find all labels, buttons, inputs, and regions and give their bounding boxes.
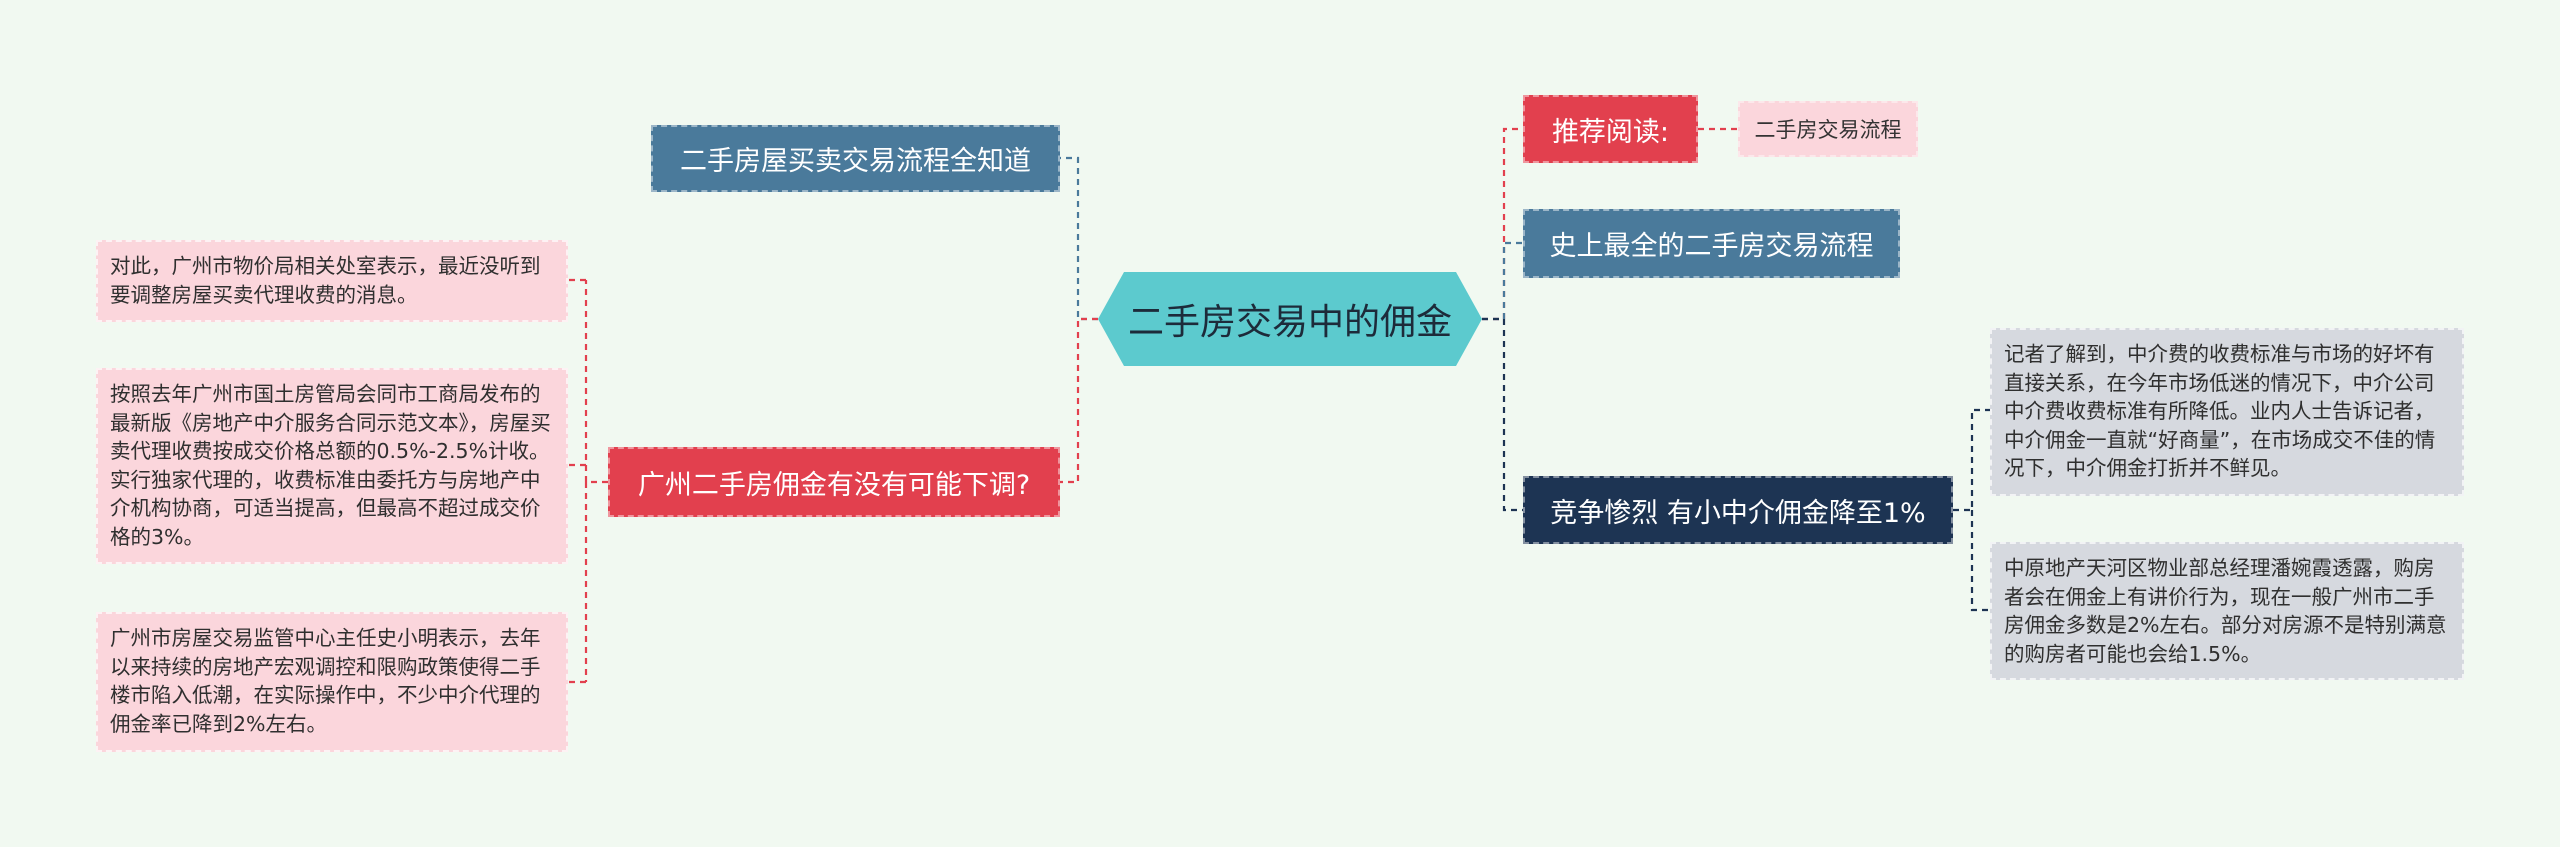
leaf-market-fee-text: 记者了解到，中介费的收费标准与市场的好坏有直接关系，在今年市场低迷的情况下，中介…	[2004, 342, 2436, 481]
link-center-competition	[1482, 317, 1523, 512]
leaf-price-bureau-text: 对此，广州市物价局相关处室表示，最近没听到要调整房屋买卖代理收费的消息。	[110, 254, 541, 307]
topic-commission-question-label: 广州二手房佣金有没有可能下调?	[637, 469, 1031, 501]
link-center-flow	[1060, 156, 1098, 321]
topic-competition-label: 竞争惨烈 有小中介佣金降至1%	[1550, 497, 1926, 529]
center-topic-label: 二手房交易中的佣金	[1127, 302, 1452, 343]
leaf-regulator-quote: 广州市房屋交易监管中心主任史小明表示，去年以来持续的房地产宏观调控和限购政策使得…	[96, 612, 568, 752]
leaf-centaline-quote: 中原地产天河区物业部总经理潘婉霞透露，购房者会在佣金上有讲价行为，现在一般广州市…	[1990, 542, 2464, 680]
link-secondhand-flow[interactable]: 二手房交易流程	[1738, 101, 1918, 157]
leaf-price-bureau: 对此，广州市物价局相关处室表示，最近没听到要调整房屋买卖代理收费的消息。	[96, 240, 568, 322]
leaf-regulator-quote-text: 广州市房屋交易监管中心主任史小明表示，去年以来持续的房地产宏观调控和限购政策使得…	[110, 626, 541, 736]
topic-transaction-flow-label: 二手房屋买卖交易流程全知道	[680, 146, 1031, 177]
link-center-recommend	[1482, 127, 1523, 321]
topic-competition[interactable]: 竞争惨烈 有小中介佣金降至1%	[1523, 476, 1953, 544]
leaf-market-fee: 记者了解到，中介费的收费标准与市场的好坏有直接关系，在今年市场低迷的情况下，中介…	[1990, 328, 2464, 496]
topic-full-flow-label: 史上最全的二手房交易流程	[1549, 231, 1874, 262]
link-question-leaves	[568, 278, 608, 684]
leaf-centaline-quote-text: 中原地产天河区物业部总经理潘婉霞透露，购房者会在佣金上有讲价行为，现在一般广州市…	[2004, 556, 2447, 666]
topic-commission-question[interactable]: 广州二手房佣金有没有可能下调?	[608, 447, 1060, 517]
topic-full-flow[interactable]: 史上最全的二手房交易流程	[1523, 209, 1900, 278]
link-center-fullflow	[1482, 241, 1523, 321]
topic-recommended-reading[interactable]: 推荐阅读:	[1523, 95, 1698, 163]
link-center-question	[1060, 317, 1098, 484]
link-competition-leaves	[1953, 408, 1990, 612]
link-secondhand-flow-label: 二手房交易流程	[1754, 118, 1902, 142]
topic-recommended-reading-label: 推荐阅读:	[1551, 116, 1670, 148]
topic-transaction-flow[interactable]: 二手房屋买卖交易流程全知道	[651, 125, 1060, 192]
leaf-contract-fee-text: 按照去年广州市国土房管局会同市工商局发布的最新版《房地产中介服务合同示范文本》，…	[110, 382, 551, 549]
center-topic[interactable]: 二手房交易中的佣金	[1098, 272, 1482, 366]
leaf-contract-fee: 按照去年广州市国土房管局会同市工商局发布的最新版《房地产中介服务合同示范文本》，…	[96, 368, 568, 564]
